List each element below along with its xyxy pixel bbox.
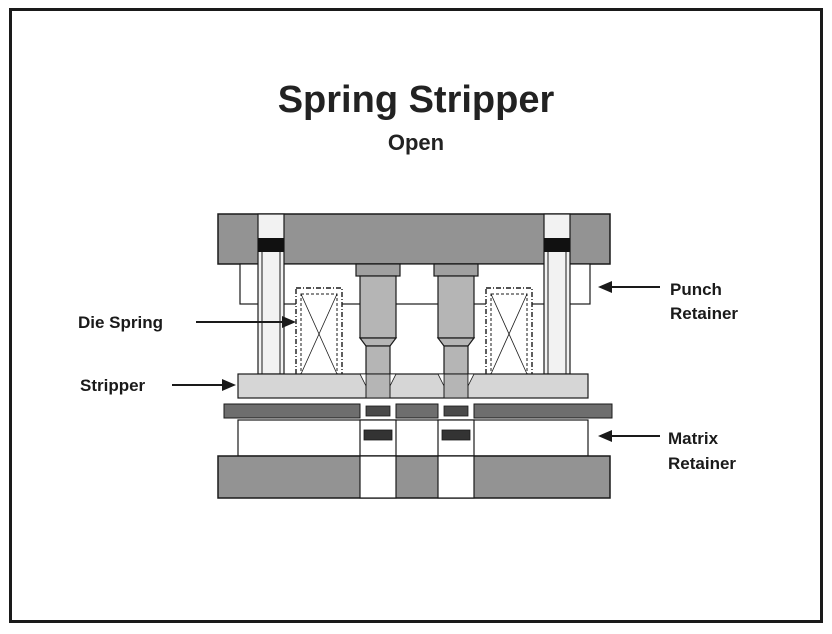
label-punch-retainer: Punch Retainer xyxy=(598,280,738,323)
guide-post-left xyxy=(257,213,285,375)
diagram-subtitle: Open xyxy=(388,130,444,155)
punch-right xyxy=(433,263,479,393)
label-matrix-retainer-line1: Matrix xyxy=(668,429,719,448)
label-matrix-retainer-line2: Retainer xyxy=(668,454,736,473)
label-stripper: Stripper xyxy=(80,376,236,395)
label-die-spring-text: Die Spring xyxy=(78,313,163,332)
matrix-retainer xyxy=(237,419,589,457)
label-punch-retainer-line1: Punch xyxy=(670,280,722,299)
punch-retainer xyxy=(239,263,591,305)
bottom-plate xyxy=(217,455,611,499)
label-stripper-text: Stripper xyxy=(80,376,146,395)
die-spring-left xyxy=(295,287,343,381)
diagram-frame xyxy=(9,8,823,623)
stripper-plate xyxy=(237,373,589,399)
guide-post-right xyxy=(543,213,571,375)
label-matrix-retainer: Matrix Retainer xyxy=(598,429,736,473)
label-die-spring: Die Spring xyxy=(78,313,296,332)
die-spring-right xyxy=(485,287,533,381)
strip-material xyxy=(223,403,613,419)
label-punch-retainer-line2: Retainer xyxy=(670,304,738,323)
punch-left xyxy=(355,263,401,393)
diagram-title: Spring Stripper xyxy=(278,79,555,121)
